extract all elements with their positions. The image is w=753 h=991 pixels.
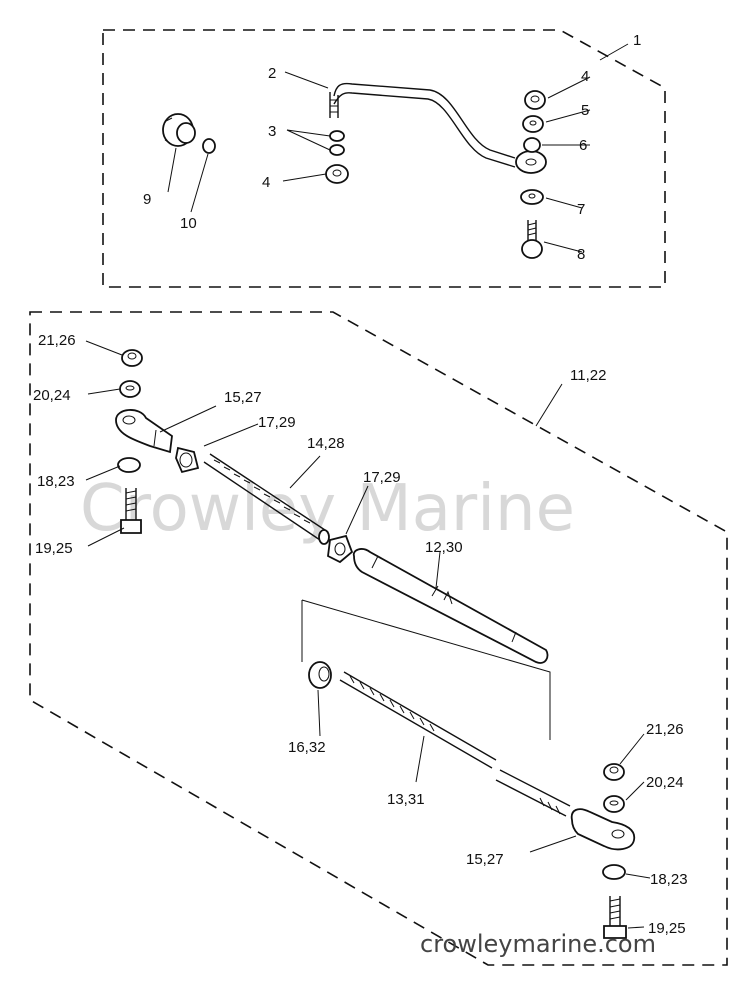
part-8-bolt [521,220,543,259]
label-14-28: 14,28 [307,435,345,452]
label-20-24-left: 20,24 [33,387,71,404]
part-19-bolt-left [120,488,142,534]
part-2-link-rod [329,82,547,174]
part-17-nut-left [175,446,200,474]
label-8: 8 [577,246,585,263]
part-7-washer [520,189,544,205]
label-16-32: 16,32 [288,739,326,756]
part-20-washer-left [119,380,141,398]
label-17-29-left: 17,29 [258,414,296,431]
inner-group-outline [301,599,551,740]
label-9: 9 [143,191,151,208]
label-15-27-left: 15,27 [224,389,262,406]
label-3: 3 [268,123,276,140]
part-4-nut-right [524,90,546,110]
label-17-29-middle: 17,29 [363,469,401,486]
label-5: 5 [581,102,589,119]
label-2: 2 [268,65,276,82]
part-13-rod [339,671,571,817]
lower-assembly-outline [29,311,728,966]
part-15-ball-joint-right [570,808,636,851]
part-12-tube [352,548,549,664]
part-21-nut-right [603,763,625,781]
label-1: 1 [633,32,641,49]
part-10-ring [202,138,216,154]
part-19-bolt-right [603,896,627,939]
label-4-right: 4 [581,68,589,85]
part-18-spacer-left [117,457,141,473]
part-6-spacer [523,137,541,153]
part-17-nut-middle [327,534,354,564]
part-5-washer [522,115,544,133]
label-6: 6 [579,137,587,154]
label-12-30: 12,30 [425,539,463,556]
part-15-ball-joint-left [115,409,173,454]
part-16-bushing [308,661,332,689]
label-11-22: 11,22 [570,367,606,384]
part-21-nut-left [121,349,143,367]
part-14-threaded-rod [203,453,330,545]
part-18-spacer-right [602,864,626,880]
label-13-31: 13,31 [387,791,425,808]
label-20-24-right: 20,24 [646,774,684,791]
label-4-left: 4 [262,174,270,191]
label-21-26-left: 21,26 [38,332,76,349]
label-18-23-left: 18,23 [37,473,75,490]
leader-lines-lower [85,340,651,929]
label-10: 10 [180,215,197,232]
site-watermark: crowleymarine.com [420,930,656,958]
label-19-25-left: 19,25 [35,540,73,557]
part-3-washers [329,130,345,156]
label-21-26-right: 21,26 [646,721,684,738]
part-20-washer-right [603,795,625,813]
part-4-nut-left [325,164,349,184]
upper-assembly-outline [102,29,666,288]
label-19-25-right: 19,25 [648,920,686,937]
label-18-23-right: 18,23 [650,871,688,888]
label-15-27-right: 15,27 [466,851,504,868]
leader-lines-upper [167,43,629,253]
label-7: 7 [577,201,585,218]
part-9-collar [162,113,196,147]
